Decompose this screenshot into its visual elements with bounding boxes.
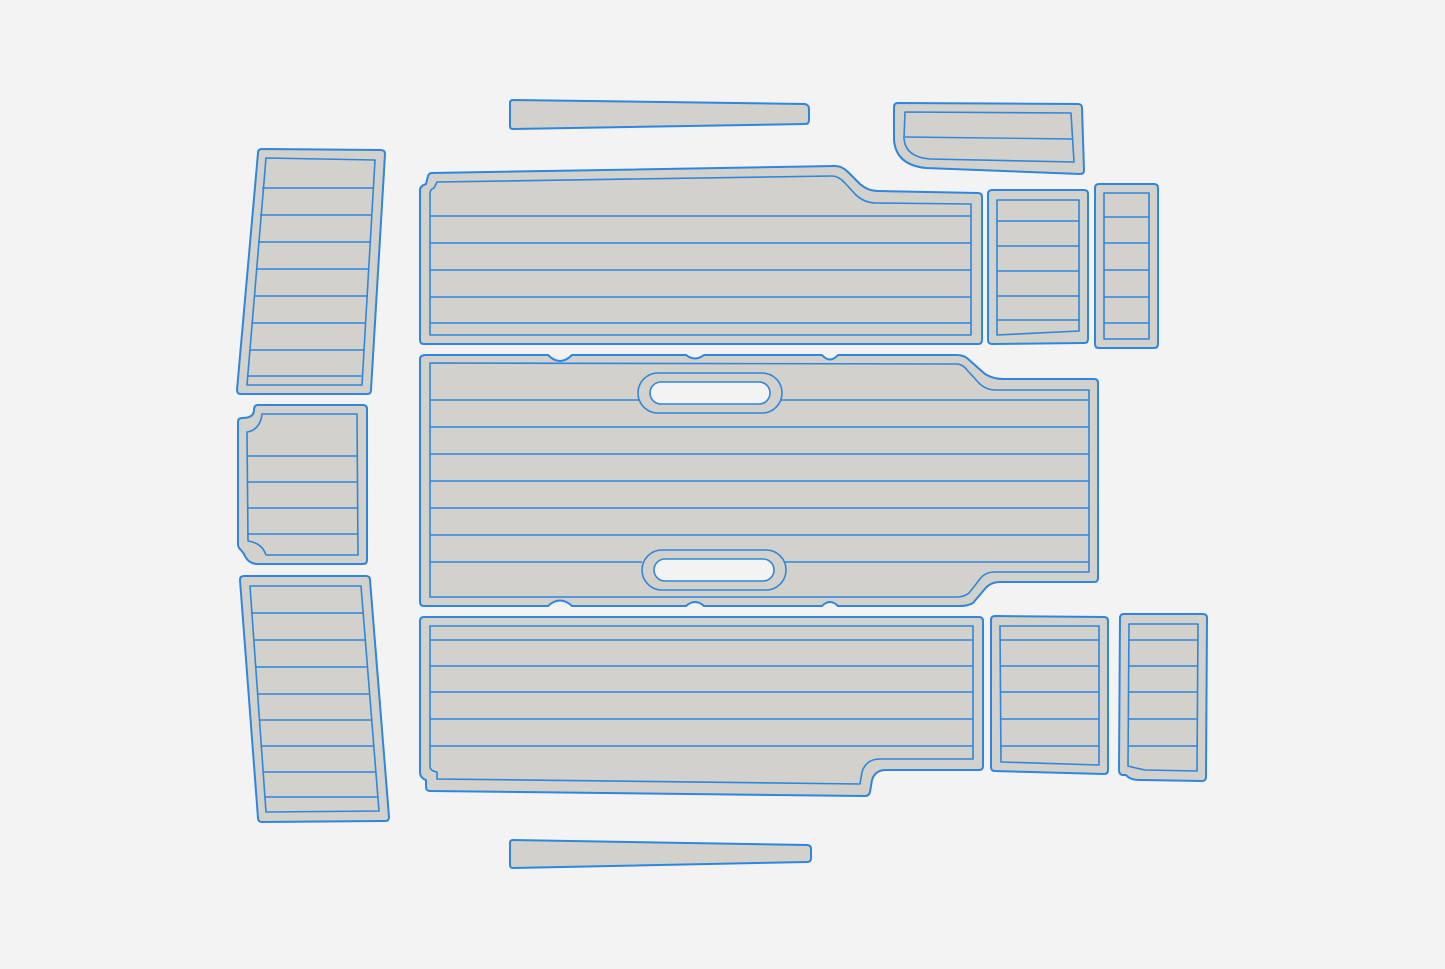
left-lower-pad: [239, 575, 390, 823]
left-middle-grooves: [247, 455, 358, 535]
left-middle-pad: [237, 404, 368, 565]
main-upper-pad: [419, 165, 983, 345]
left-bow-pad: [236, 148, 386, 395]
top-right-corner-pad: [893, 102, 1085, 175]
left-lower-grooves: [252, 612, 378, 798]
center-large-grooves: [430, 399, 1089, 563]
right-upper-small-pad-a: [987, 189, 1089, 345]
main-lower-grooves: [430, 639, 973, 747]
center-large-pad: [419, 354, 1099, 607]
bottom-strip: [509, 839, 812, 869]
upper-hand-slot: [637, 372, 783, 414]
top-strip: [509, 99, 810, 130]
left-bow-grooves: [248, 187, 373, 377]
right-lower-b-grooves: [1129, 639, 1198, 747]
main-lower-pad: [419, 616, 984, 797]
right-lower-small-pad-a: [990, 615, 1109, 775]
right-lower-a-grooves: [1000, 639, 1099, 747]
right-upper-small-pad-b: [1094, 183, 1159, 349]
right-upper-a-grooves: [997, 220, 1079, 321]
main-upper-grooves: [430, 215, 971, 324]
right-upper-b-grooves: [1104, 216, 1149, 324]
right-lower-small-pad-b: [1118, 613, 1208, 782]
lower-hand-slot: [641, 549, 787, 591]
